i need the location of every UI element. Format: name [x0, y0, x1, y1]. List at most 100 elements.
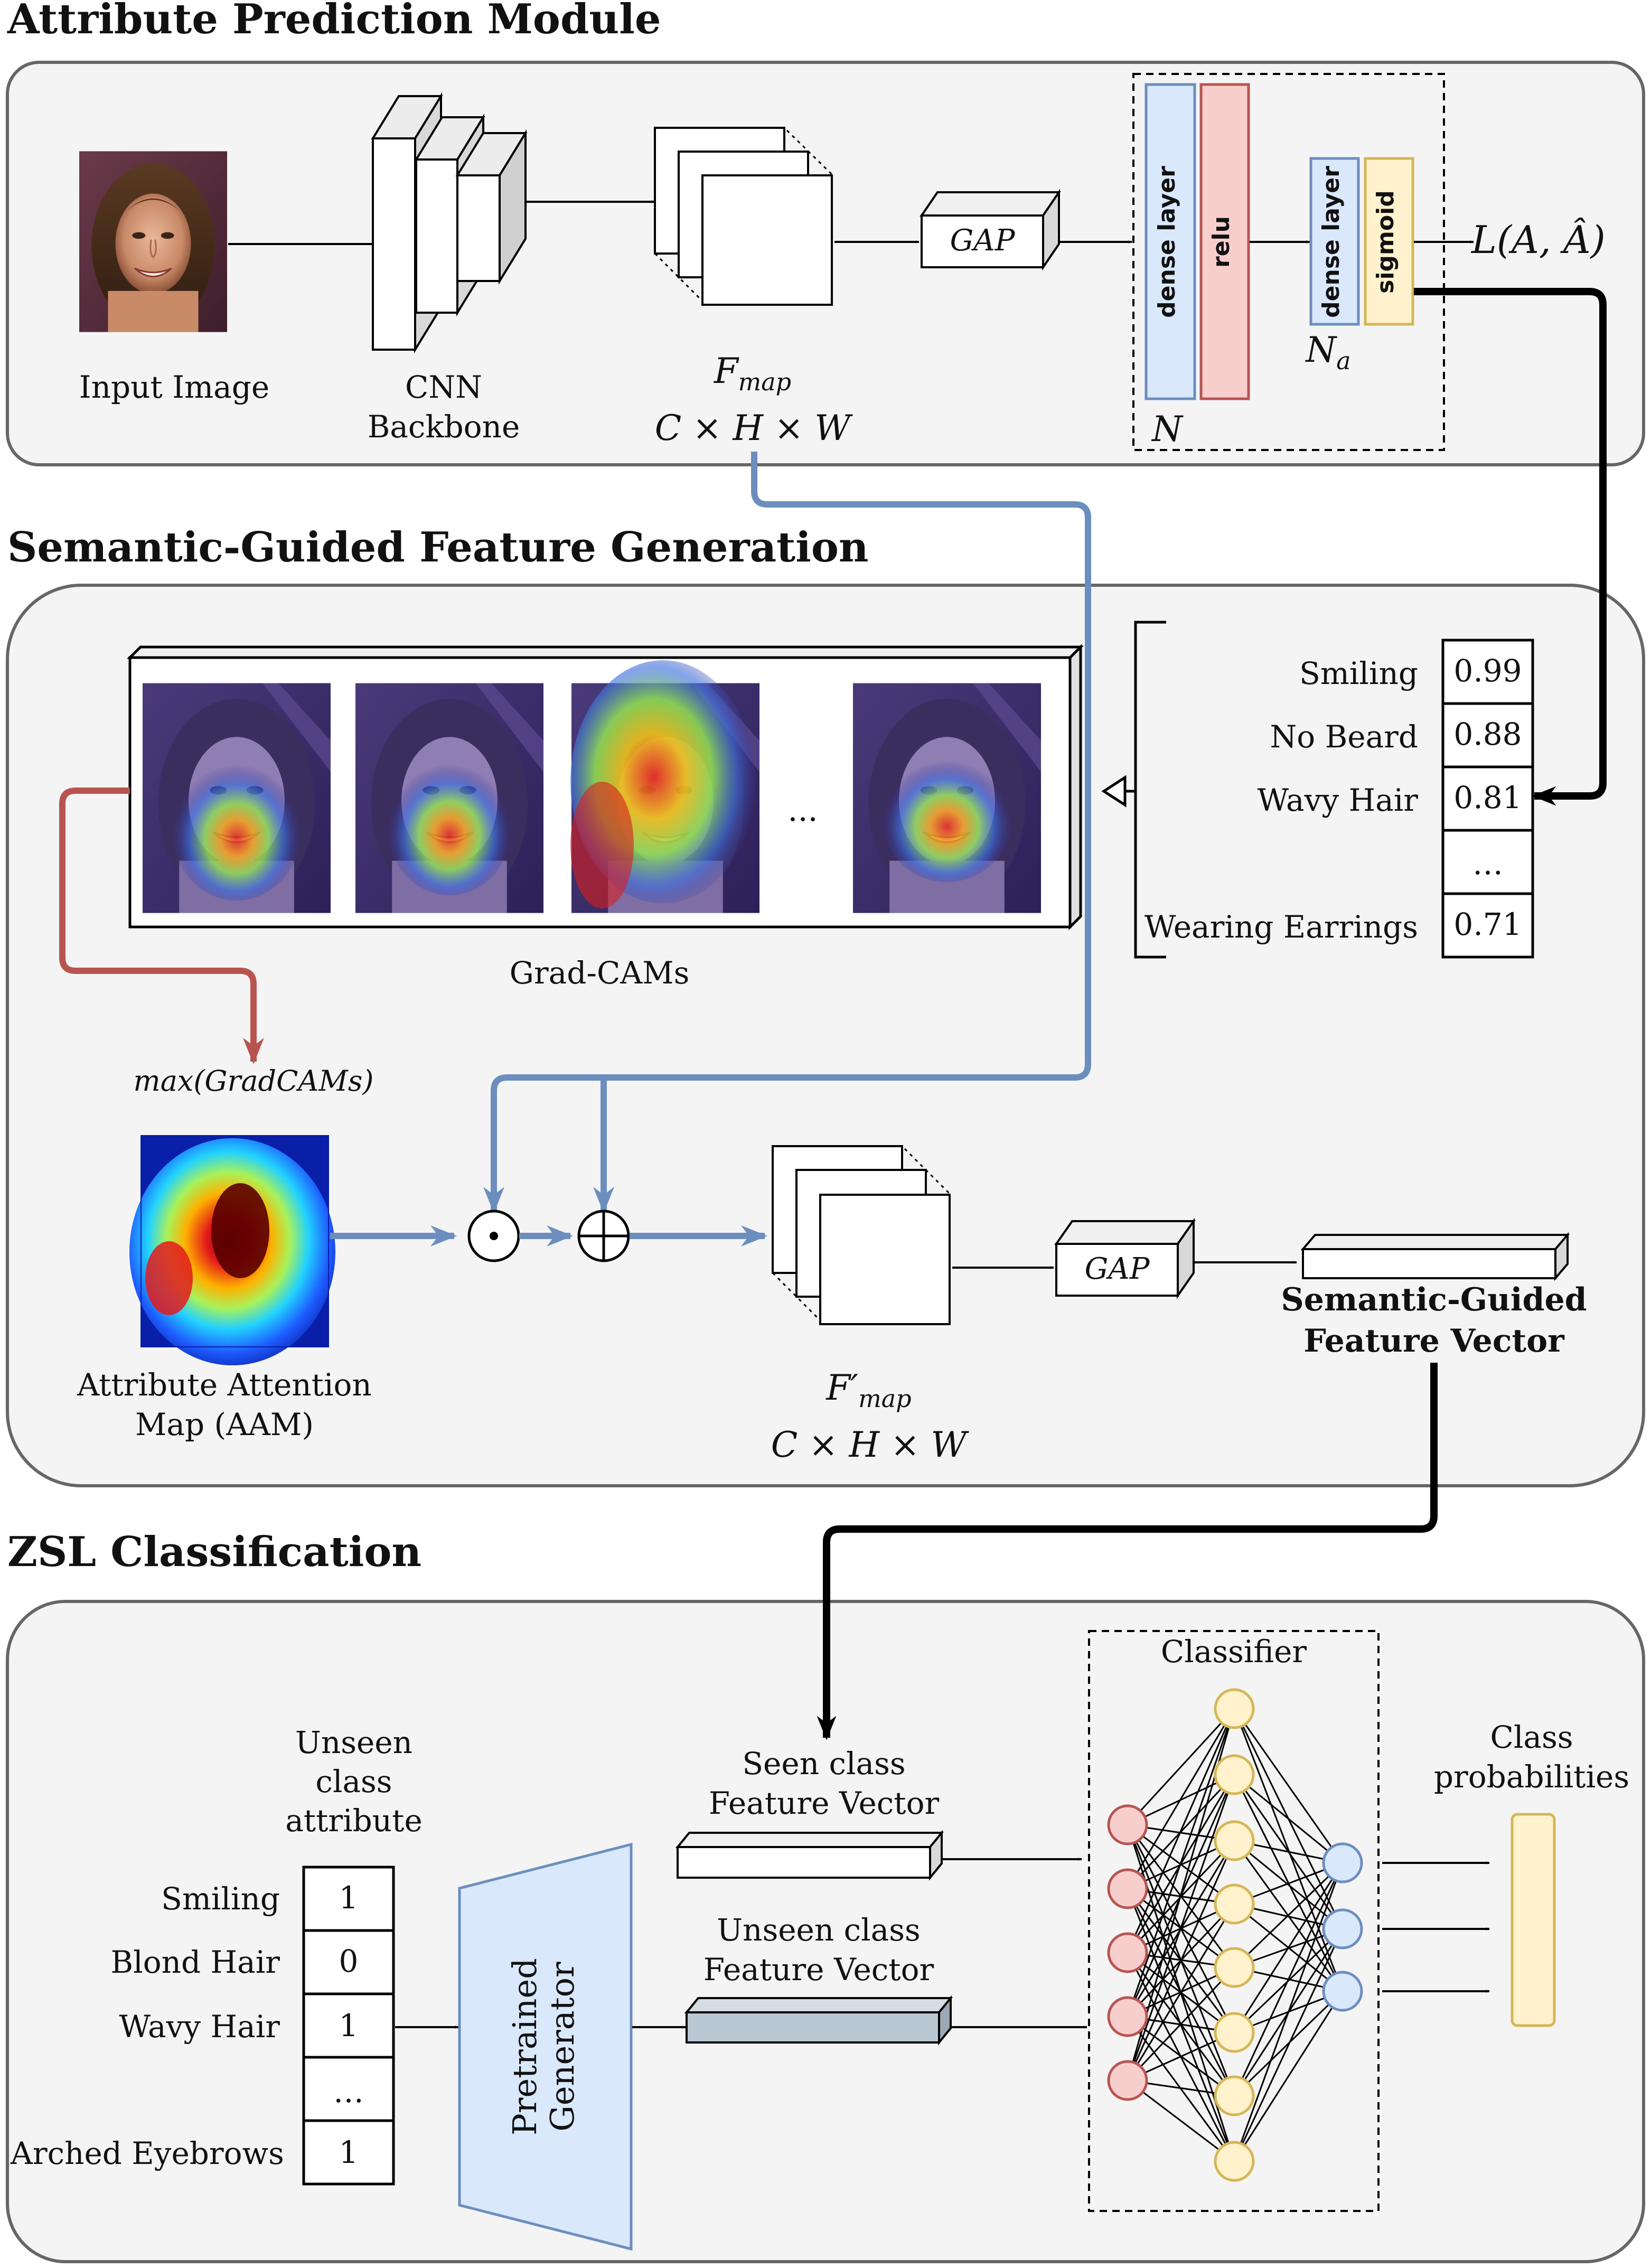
relu-layer: [1199, 83, 1250, 400]
gradcam-ellipsis: ...: [787, 792, 818, 829]
section-title-zsl: ZSL Classification: [7, 1528, 422, 1576]
max-gradcams-label: max(GradCAMs): [133, 1064, 374, 1098]
output-neuron: [1322, 1908, 1363, 1950]
classifier-edge: [1127, 1708, 1235, 1826]
classifier-edge: [1233, 1862, 1344, 2096]
classifier-edge: [1127, 1708, 1235, 1953]
seen-class-vector-bar: [675, 1830, 944, 1881]
hidden-neuron: [1214, 1947, 1255, 1988]
unseen-attr-blond-hair: Blond Hair: [110, 1944, 280, 1980]
class-prob-line1: Class: [1490, 1719, 1573, 1755]
sgfv-label-line2: Feature Vector: [1303, 1323, 1564, 1360]
classifier-edge: [1233, 1862, 1344, 1969]
score-value-wearing-earrings: 0.71: [1453, 906, 1522, 942]
section-title-semantic-guided: Semantic-Guided Feature Generation: [7, 523, 869, 571]
classifier-neurons: [1107, 1688, 1363, 2182]
aam-label-line2: Map (AAM): [135, 1407, 314, 1443]
classifier-edge: [1127, 1774, 1235, 2081]
classifier-edge: [1127, 1708, 1235, 2017]
sigmoid-layer: [1364, 157, 1414, 326]
classifier-edge: [1233, 1708, 1344, 1992]
unseen-value-arched-eyebrows: 1: [339, 2134, 359, 2170]
hidden-neuron: [1214, 1883, 1255, 1925]
seen-label-line1: Seen class: [742, 1746, 906, 1782]
class-probabilities-bar: [1511, 1813, 1556, 2027]
classifier-edge: [1234, 1774, 1343, 1864]
hidden-neuron: [1214, 1754, 1255, 1795]
sgfv-label-line1: Semantic-Guided: [1281, 1281, 1587, 1318]
arrow-fmap-to-combination: [483, 452, 1091, 1213]
elementwise-product: [467, 1210, 520, 1262]
hidden-neuron: [1214, 2075, 1255, 2116]
aam-label-line1: Attribute Attention: [77, 1367, 372, 1403]
classifier-edge: [1233, 1862, 1344, 2033]
generator-label: Pretrained Generator: [505, 1888, 585, 2205]
gap-2-label: GAP: [1084, 1252, 1150, 1286]
arrow-sigmoid-to-scores: [1414, 288, 1607, 806]
hidden-neuron: [1214, 2012, 1255, 2053]
fmap-prime-dims-label: C × H × W: [771, 1424, 967, 1465]
fmap-label: Fmap: [634, 349, 871, 398]
arrow-vector-to-seen: [817, 1363, 1438, 1740]
cnn-label-line2: Backbone: [367, 409, 520, 445]
classifier-box: [1088, 1630, 1380, 2212]
score-value-wavy-hair: 0.81: [1453, 780, 1522, 816]
class-probabilities-label: Class probabilities: [1415, 1718, 1648, 1797]
dense-layer-1: [1145, 83, 1196, 400]
feature-map-prime-stack: [772, 1145, 951, 1325]
unseen-class-label: Unseen class Feature Vector: [660, 1910, 977, 1990]
output-neuron: [1322, 1842, 1363, 1883]
bracket-arrowhead: [1101, 775, 1127, 808]
cnn-label-line1: CNN: [405, 369, 482, 405]
gradcams-label: Grad-CAMs: [509, 955, 690, 991]
class-prob-line2: probabilities: [1433, 1759, 1630, 1795]
unseen-label-line2: Feature Vector: [703, 1952, 934, 1988]
gradcam-3: [570, 660, 759, 914]
gap-1-label: GAP: [950, 223, 1015, 258]
unseen-attr-arched-eyebrows: Arched Eyebrows: [11, 2135, 284, 2171]
input-image: [79, 150, 227, 333]
fmap-symbol: F: [714, 351, 738, 391]
gradcam-1: [143, 682, 331, 914]
cnn-backbone: [371, 92, 528, 354]
fmap-prime-subscript: map: [858, 1384, 912, 1413]
feature-map-stack: [654, 127, 833, 306]
input-neuron: [1107, 2060, 1148, 2101]
na-label: Na: [1289, 327, 1368, 377]
classifier-edge: [1127, 1840, 1235, 2081]
classifier-edge: [1233, 1991, 1344, 2162]
classifier-label: Classifier: [1160, 1634, 1307, 1670]
fmap-subscript: map: [738, 368, 792, 397]
seen-label-line2: Feature Vector: [708, 1785, 940, 1822]
score-attr-wavy-hair: Wavy Hair: [1257, 782, 1418, 818]
classifier-edge: [1127, 1904, 1235, 2081]
hidden-neuron: [1214, 2141, 1255, 2182]
n-label: N: [1152, 409, 1183, 449]
unseen-attr-wavy-hair: Wavy Hair: [119, 2009, 280, 2045]
unseen-label-line1: Unseen class: [717, 1912, 921, 1948]
score-attr-no-beard: No Beard: [1270, 719, 1418, 755]
unseen-value-blond-hair: 0: [339, 1943, 359, 1979]
unseen-attribute-table: [302, 1866, 395, 2186]
cnn-backbone-label: CNN Backbone: [333, 368, 555, 447]
gap-box-2: [1054, 1217, 1196, 1299]
classifier-edge: [1233, 1862, 1344, 2162]
input-image-label: Input Image: [79, 369, 270, 405]
scores-table: [1441, 639, 1534, 959]
section-title-attribute-prediction: Attribute Prediction Module: [7, 0, 661, 43]
arrow-gradcam-to-aam: [59, 788, 264, 1064]
classifier-edge: [1127, 2079, 1235, 2162]
dense-layer-2: [1309, 157, 1360, 326]
gradcam-2: [355, 682, 543, 914]
score-value-smiling: 0.99: [1453, 653, 1522, 689]
pretrained-generator: [458, 1842, 633, 2251]
relu-label: relu: [1208, 216, 1235, 268]
score-attr-smiling: Smiling: [1299, 655, 1418, 691]
unseen-attr-line1: Unseen: [295, 1725, 412, 1760]
input-neuron: [1107, 1804, 1148, 1845]
aam-label: Attribute Attention Map (AAM): [53, 1365, 396, 1445]
classifier-edge: [1127, 1966, 1235, 2082]
dense-layer-1-label: dense layer: [1153, 166, 1180, 318]
seen-class-label: Seen class Feature Vector: [665, 1744, 982, 1824]
